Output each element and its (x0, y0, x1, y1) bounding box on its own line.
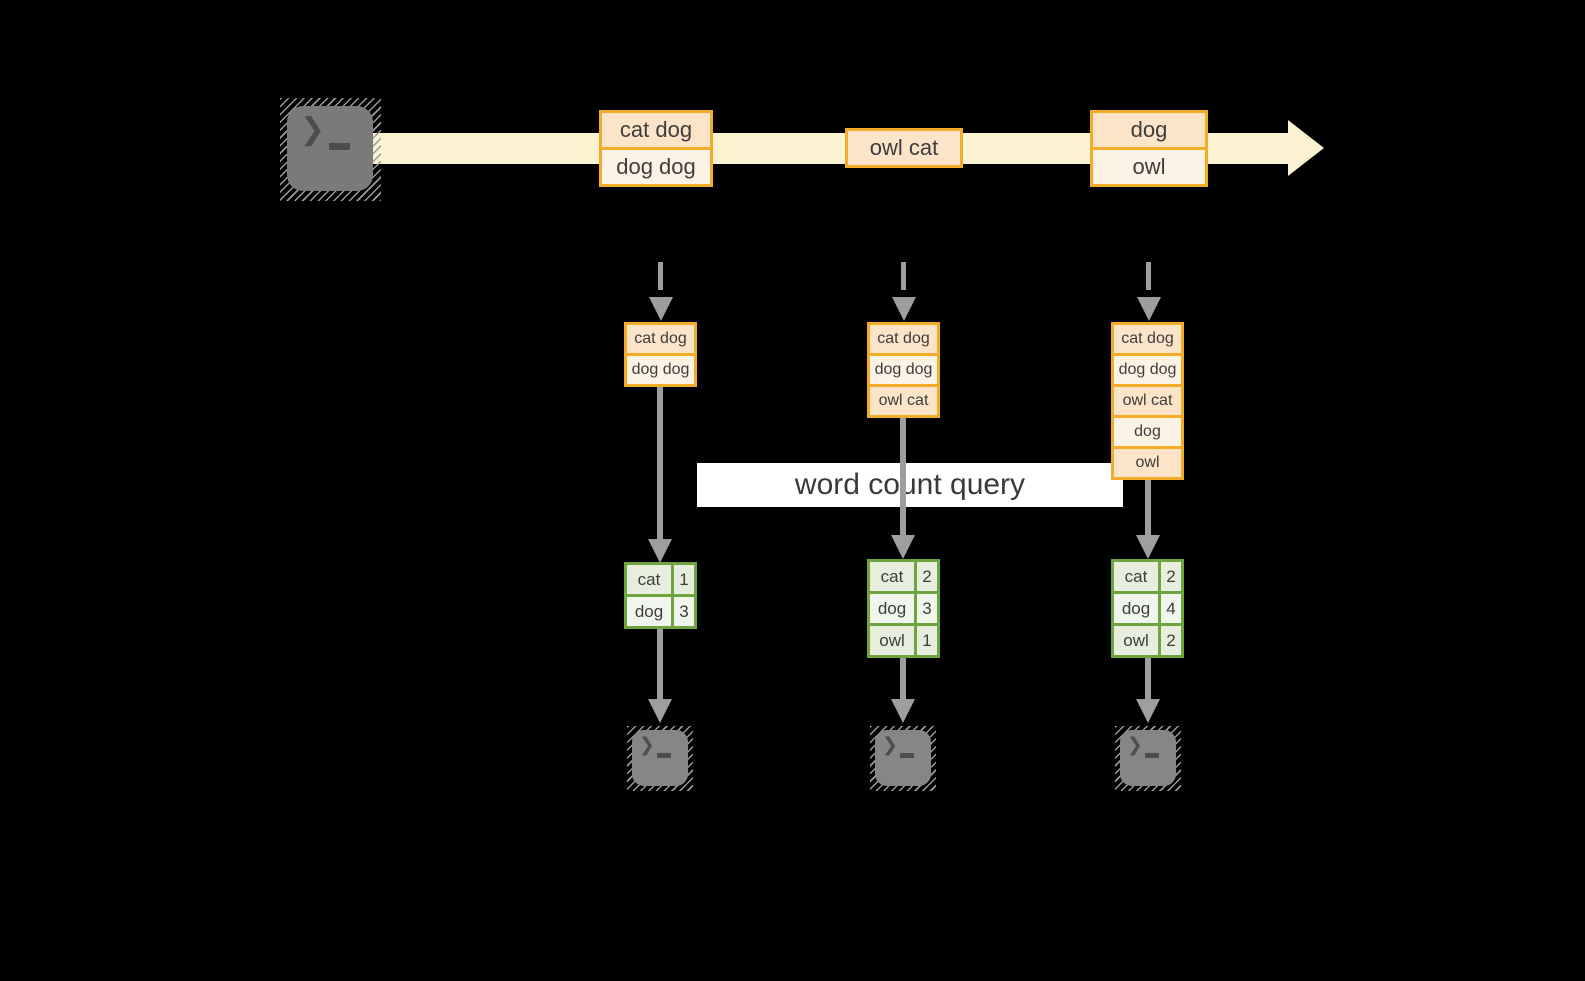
word-count-table-1: cat 1 dog 3 (624, 562, 697, 629)
table-row: cat 2 (870, 562, 937, 594)
sink-arrow (900, 658, 906, 700)
terminal-prompt-icon: ❯ (882, 735, 898, 756)
buffer-row: cat dog (1114, 325, 1181, 356)
terminal-cursor-icon (329, 143, 350, 150)
flow-arrowhead-icon (891, 535, 915, 559)
word-cell: dog (627, 597, 674, 626)
stream-batch-2: owl cat (845, 128, 963, 168)
count-cell: 4 (1161, 594, 1181, 623)
buffer-row: owl cat (1114, 387, 1181, 418)
word-cell: dog (870, 594, 917, 623)
sink-arrowhead-icon (1136, 699, 1160, 723)
stream-arrowhead-icon (1288, 120, 1324, 176)
sink-terminal-2: ❯ (870, 726, 936, 791)
count-cell: 3 (674, 597, 694, 626)
dashed-arrowhead-icon (649, 297, 673, 321)
table-row: dog 3 (870, 594, 937, 626)
count-cell: 2 (1161, 562, 1181, 591)
terminal-cursor-icon (657, 753, 671, 758)
flow-arrow (900, 418, 906, 536)
count-cell: 2 (917, 562, 937, 591)
stream-event: dog (1093, 113, 1205, 150)
terminal-prompt-icon: ❯ (300, 113, 326, 146)
stream-event: cat dog (602, 113, 710, 150)
word-cell: owl (870, 626, 917, 655)
buffer-row: dog dog (627, 356, 694, 384)
table-row: cat 2 (1114, 562, 1181, 594)
dashed-arrow (901, 262, 906, 290)
query-label-text: word count query (794, 468, 1026, 501)
dashed-arrowhead-icon (892, 297, 916, 321)
terminal-icon: ❯ (287, 106, 373, 191)
terminal-prompt-icon: ❯ (639, 735, 655, 756)
stream-event: owl (1093, 150, 1205, 184)
sink-terminal-3: ❯ (1115, 726, 1181, 791)
terminal-prompt-icon: ❯ (1127, 735, 1143, 756)
table-row: dog 4 (1114, 594, 1181, 626)
flow-arrowhead-icon (1136, 535, 1160, 559)
buffer-row: dog dog (1114, 356, 1181, 387)
sink-arrowhead-icon (648, 699, 672, 723)
stream-event: dog dog (602, 150, 710, 184)
sink-terminal-1: ❯ (627, 726, 693, 791)
buffer-row: cat dog (627, 325, 694, 356)
state-buffer-3: cat dog dog dog owl cat dog owl (1111, 322, 1184, 480)
word-cell: cat (870, 562, 917, 591)
count-cell: 1 (674, 565, 694, 594)
table-row: dog 3 (627, 597, 694, 626)
dashed-arrow (1146, 262, 1151, 290)
buffer-row: cat dog (870, 325, 937, 356)
terminal-icon: ❯ (632, 730, 688, 786)
word-cell: dog (1114, 594, 1161, 623)
stream-batch-1: cat dog dog dog (599, 110, 713, 187)
flow-arrow (1145, 480, 1151, 536)
flow-arrow (657, 387, 663, 540)
word-count-table-3: cat 2 dog 4 owl 2 (1111, 559, 1184, 658)
table-row: owl 1 (870, 626, 937, 655)
word-cell: cat (1114, 562, 1161, 591)
buffer-row: dog dog (870, 356, 937, 387)
query-label: word count query (697, 463, 1123, 507)
dashed-arrowhead-icon (1137, 297, 1161, 321)
state-buffer-1: cat dog dog dog (624, 322, 697, 387)
flow-arrowhead-icon (648, 539, 672, 563)
dashed-arrow (658, 262, 663, 290)
source-terminal: ❯ (280, 98, 381, 201)
state-buffer-2: cat dog dog dog owl cat (867, 322, 940, 418)
word-cell: owl (1114, 626, 1161, 655)
sink-arrow (1145, 658, 1151, 700)
terminal-icon: ❯ (1120, 730, 1176, 786)
buffer-row: owl cat (870, 387, 937, 415)
word-cell: cat (627, 565, 674, 594)
stream-batch-3: dog owl (1090, 110, 1208, 187)
count-cell: 2 (1161, 626, 1181, 655)
count-cell: 1 (917, 626, 937, 655)
sink-arrow (657, 629, 663, 700)
table-row: owl 2 (1114, 626, 1181, 655)
sink-arrowhead-icon (891, 699, 915, 723)
buffer-row: dog (1114, 418, 1181, 449)
table-row: cat 1 (627, 565, 694, 597)
stream-event: owl cat (848, 131, 960, 165)
terminal-icon: ❯ (875, 730, 931, 786)
terminal-cursor-icon (1145, 753, 1159, 758)
count-cell: 3 (917, 594, 937, 623)
terminal-cursor-icon (900, 753, 914, 758)
word-count-table-2: cat 2 dog 3 owl 1 (867, 559, 940, 658)
buffer-row: owl (1114, 449, 1181, 477)
